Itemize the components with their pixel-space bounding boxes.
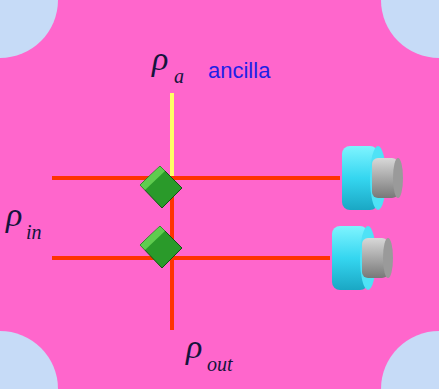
detector <box>332 226 393 290</box>
beam-splitter <box>140 226 182 268</box>
density-symbol: ρ <box>152 42 168 76</box>
beam-splitter <box>140 166 182 208</box>
corner <box>381 331 439 389</box>
ancilla-label: ancilla <box>208 60 270 82</box>
density-symbol: ρ <box>6 198 22 232</box>
corner <box>381 0 439 58</box>
beams <box>52 178 340 330</box>
density-symbol: ρ <box>186 330 202 364</box>
corner <box>0 0 58 58</box>
subscript: a <box>174 66 184 86</box>
ancilla-beam <box>170 93 174 178</box>
detector <box>342 146 403 210</box>
subscript: out <box>207 354 233 374</box>
subscript: in <box>26 222 42 242</box>
corner <box>0 331 58 389</box>
